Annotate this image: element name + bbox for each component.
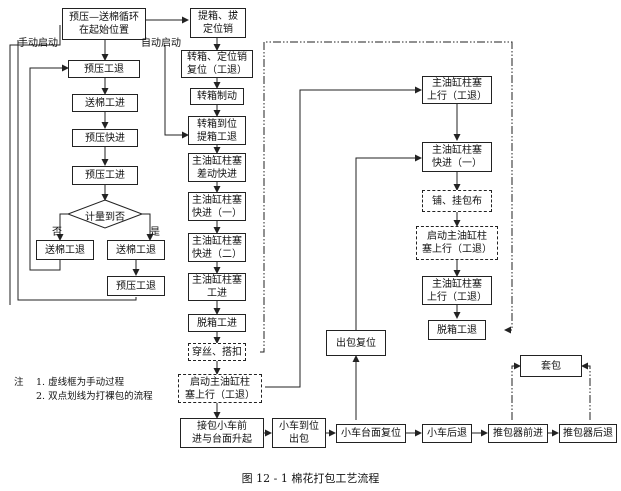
prepress-work-box: 预压工进 [72, 166, 138, 185]
feed-retreat-box-left: 送棉工退 [36, 240, 94, 260]
prepress-retreat-box: 预压工退 [68, 60, 140, 78]
right-unbox-retreat-box: 脱箱工退 [428, 320, 486, 340]
unbox-box: 脱箱工进 [188, 314, 246, 332]
right-up-retreat2-box: 主油缸柱塞 上行（工退） [422, 276, 492, 305]
pusher-forward-box: 推包器前进 [488, 424, 548, 443]
bag-box: 套包 [520, 355, 582, 377]
label-yes: 是 [150, 227, 160, 238]
main-fast2-box: 主油缸柱塞 快进（二） [188, 233, 246, 262]
lift-pin-box: 提箱、拔 定位销 [190, 8, 246, 38]
main-work-box: 主油缸柱塞 工进 [188, 273, 246, 301]
pusher-back-box: 推包器后退 [559, 424, 617, 443]
prepress-cycle-box: 预压—送棉循环 在起始位置 [62, 8, 146, 40]
prepress-fast-box: 预压快进 [72, 129, 138, 147]
label-manual-start: 手动启动 [18, 38, 58, 49]
reset-box-box: 转箱、定位销 复位（工退） [181, 50, 253, 78]
right-start-up-box: 启动主油缸柱 塞上行（工退） [416, 226, 498, 260]
solid-connectors [9, 16, 559, 437]
main-fast1-box: 主油缸柱塞 快进（一） [188, 192, 246, 221]
decision-text: 计量到否 [85, 212, 125, 223]
figure-caption: 图 12 - 1 棉花打包工艺流程 [241, 472, 380, 485]
feed-retreat-box-right: 送棉工退 [107, 240, 165, 260]
right-fast1-box: 主油缸柱塞 快进（一） [422, 142, 492, 172]
cart-arrive-box: 小车到位 出包 [272, 418, 326, 448]
main-diff-fast-box: 主油缸柱塞 差动快进 [188, 153, 246, 182]
cart-back-box: 小车后退 [422, 424, 472, 443]
note-2: 2. 双点划线为打裸包的流程 [36, 391, 153, 402]
brake-box: 转箱制动 [190, 88, 244, 105]
start-up-box: 启动主油缸柱 塞上行（工退） [178, 374, 262, 403]
note-prefix: 注 [14, 377, 24, 388]
note-1: 1. 虚线框为手动过程 [36, 377, 125, 388]
label-no: 否 [52, 227, 62, 238]
cart-up-box: 接包小车前 进与台面升起 [180, 418, 264, 448]
bare-bale-connectors [260, 41, 591, 420]
right-up-retreat-box: 主油缸柱塞 上行（工退） [422, 76, 492, 104]
table-reset-box: 小车台面复位 [336, 424, 406, 443]
label-auto-start: 自动启动 [141, 38, 181, 49]
feed-advance-box: 送棉工进 [72, 94, 138, 112]
right-cover-box: 铺、挂包布 [422, 190, 492, 212]
bale-out-reset-box: 出包复位 [326, 330, 386, 356]
thread-tie-box: 穿丝、搭扣 [188, 343, 246, 361]
box-in-place-box: 转箱到位 提箱工退 [188, 116, 246, 145]
prepress-retreat2-box: 预压工退 [107, 276, 165, 296]
